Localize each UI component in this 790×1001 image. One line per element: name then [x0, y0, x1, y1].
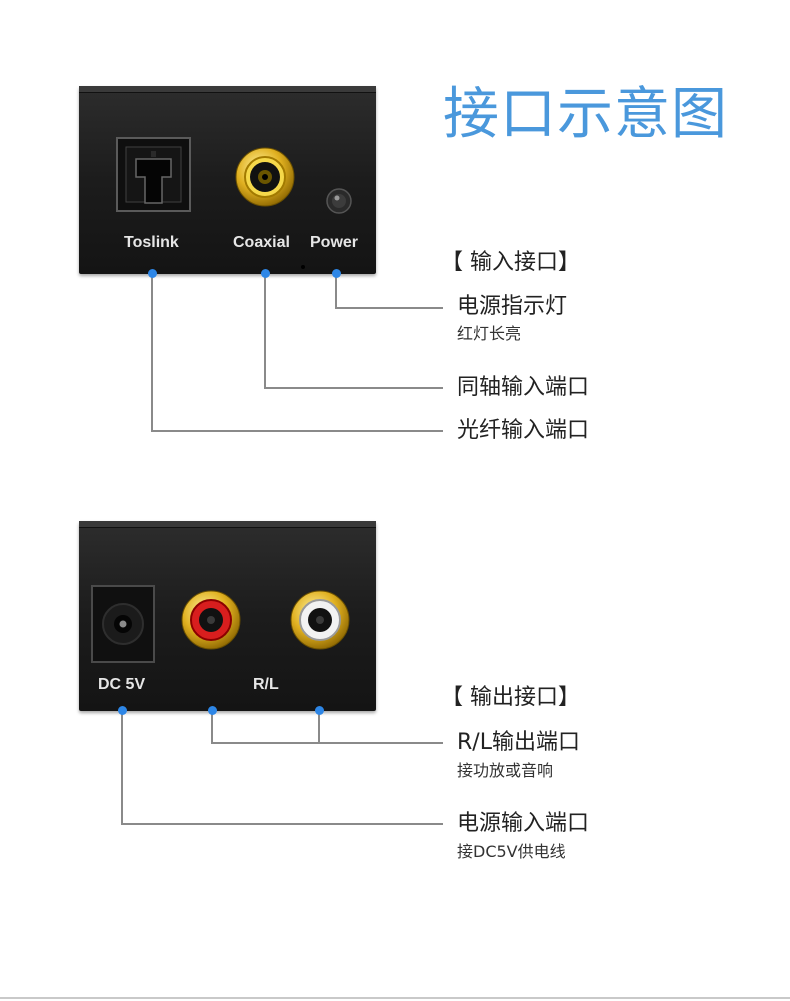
toslink-port-icon: [116, 137, 191, 212]
right-channel-marker-dot: [208, 706, 217, 715]
right-channel-rca-jack-icon: [181, 590, 241, 650]
bottom-divider: [0, 997, 790, 999]
input-section-heading: 【 输入接口】: [441, 250, 580, 275]
coaxial-connector-line: [264, 387, 443, 389]
power-label: Power: [310, 234, 359, 251]
page-title: 接口示意图: [443, 82, 728, 147]
toslink-label: Toslink: [124, 234, 179, 251]
input-panel: Toslink Coaxial Power: [79, 86, 376, 274]
coaxial-label: Coaxial: [233, 234, 290, 251]
power-led-icon: [326, 188, 352, 214]
coaxial-marker-dot: [261, 269, 270, 278]
power-led-marker-dot: [332, 269, 341, 278]
left-channel-rca-jack-icon: [290, 590, 350, 650]
optical-connector-line: [151, 430, 443, 432]
coaxial-connector-line: [264, 274, 266, 388]
output-panel: DC 5V R/L: [79, 521, 376, 711]
coaxial-callout-title: 同轴输入端口: [457, 375, 590, 400]
panel-screw: [301, 265, 305, 269]
power-led-connector-line: [335, 274, 337, 308]
rl-connector-line: [211, 711, 213, 743]
optical-marker-dot: [148, 269, 157, 278]
dc-connector-line: [121, 711, 123, 824]
left-channel-marker-dot: [315, 706, 324, 715]
power-led-connector-line: [335, 307, 443, 309]
output-section-heading: 【 输出接口】: [441, 685, 580, 710]
rl-label: R/L: [253, 676, 279, 693]
rl-connector-line: [318, 711, 320, 743]
optical-connector-line: [151, 274, 153, 431]
optical-callout-title: 光纤输入端口: [457, 418, 590, 443]
rl-callout-title: R/L输出端口: [457, 730, 580, 755]
dc-marker-dot: [118, 706, 127, 715]
dc-connector-line: [121, 823, 443, 825]
coaxial-rca-jack-icon: [235, 147, 295, 207]
rl-connector-line: [211, 742, 443, 744]
dc-power-jack-icon: [91, 585, 155, 663]
power-input-callout-note: 接DC5V供电线: [457, 842, 566, 861]
panel-top-edge: [79, 521, 376, 528]
rl-callout-note: 接功放或音响: [457, 761, 554, 780]
power-led-callout-title: 电源指示灯: [457, 294, 568, 319]
power-input-callout-title: 电源输入端口: [457, 811, 590, 836]
power-led-callout-note: 红灯长亮: [457, 324, 522, 343]
dc-5v-label: DC 5V: [98, 676, 146, 693]
panel-top-edge: [79, 86, 376, 93]
